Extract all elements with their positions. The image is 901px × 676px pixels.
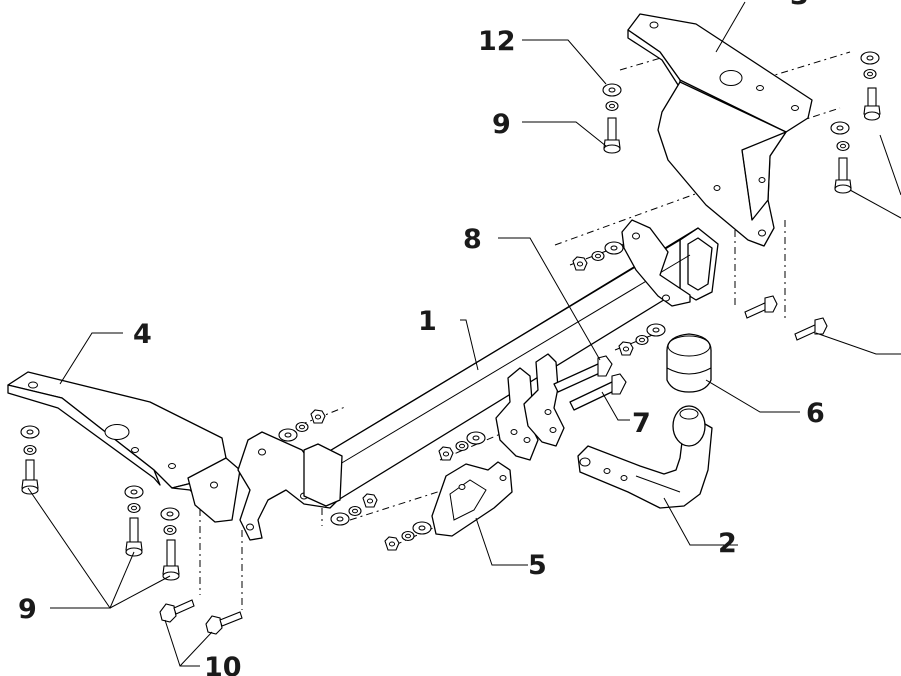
callout-7: 7 (632, 408, 651, 439)
ball-neck-bolts (553, 355, 627, 411)
right-side-bracket (627, 13, 813, 247)
electrical-socket-plate (431, 461, 513, 537)
callout-9-left: 9 (18, 594, 37, 625)
callout-8: 8 (463, 224, 482, 255)
callout-leaders (27, 1, 901, 667)
tow-ball-neck (577, 405, 713, 509)
callout-6: 6 (806, 398, 825, 429)
callout-2: 2 (718, 528, 737, 559)
callout-9-top: 9 (492, 109, 511, 140)
callout-labels: 1 2 3 4 5 6 7 8 9 9 10 12 (18, 0, 825, 676)
callout-3: 3 (790, 0, 809, 11)
callout-5: 5 (528, 550, 547, 581)
left-side-bracket (7, 371, 241, 523)
callout-4: 4 (133, 319, 152, 350)
callout-10: 10 (204, 652, 242, 676)
fastener-hardware (20, 51, 881, 635)
callout-12: 12 (478, 26, 516, 57)
callout-1: 1 (418, 306, 437, 337)
ball-cover (666, 333, 712, 393)
main-cross-beam (237, 219, 719, 541)
